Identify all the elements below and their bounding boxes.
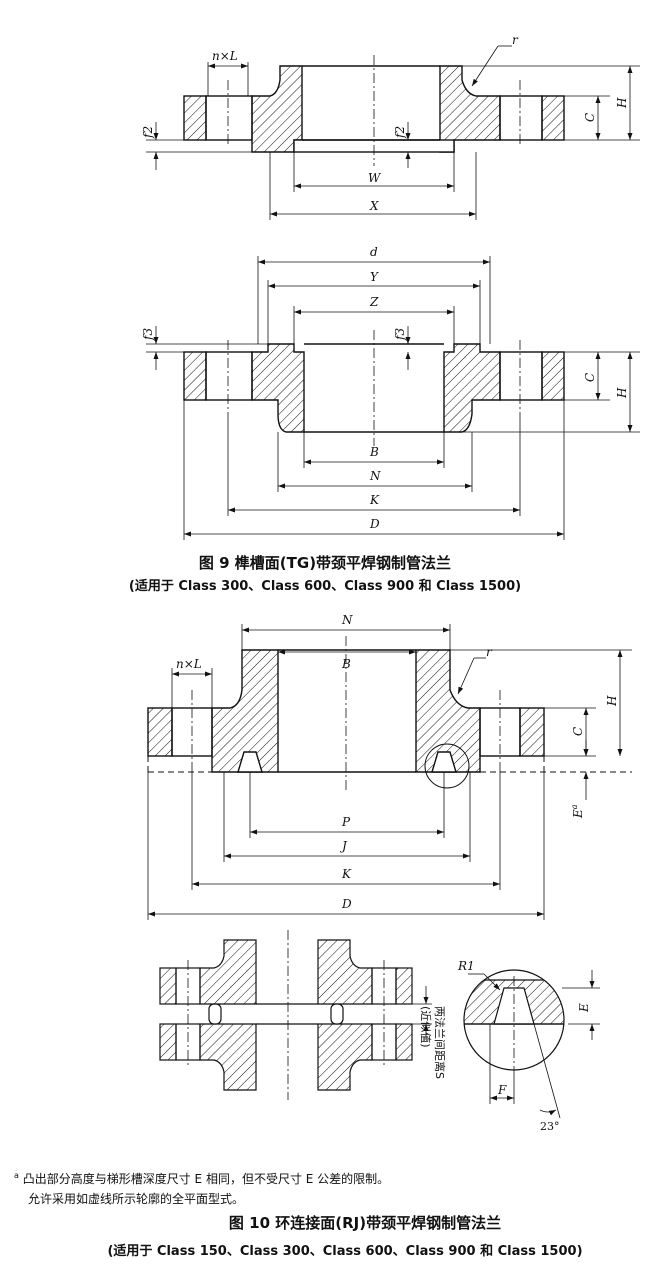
fig9-top-centerlines [227,55,521,166]
label-nxl-top: n×L [212,49,238,63]
label-r1-text: R1 [457,959,475,973]
footnote-line1: a 凸出部分高度与梯形槽深度尺寸 E 相同，但不受尺寸 E 公差的限制。 [14,1170,389,1187]
label-w: W [368,171,382,185]
label-f2-left: f2 [141,126,155,139]
label-r-top: r [512,33,519,47]
fig10-dimensions [147,624,632,920]
footnote-text: 凸出部分高度与梯形槽深度尺寸 E 相同，但不受尺寸 E 公差的限制。 [22,1172,390,1186]
label-b-fig10: B [341,657,351,671]
fig10-groove-labels: R1 E F 23° [457,959,591,1133]
label-angle: 23° [540,1120,560,1133]
label-c-top: C [583,113,597,122]
fig10-dashed-profile [147,756,632,773]
label-y: Y [370,270,379,284]
footnote-marker: a [14,1171,19,1180]
label-r1: R1 [457,959,475,973]
label-gap-line2: (近似值) [419,1006,432,1048]
fig9-caption: 图 9 榫槽面(TG)带颈平焊钢制管法兰 [198,554,452,572]
label-f3-mid: f3 [393,328,407,341]
label-e-fig10-sup: a [570,804,579,809]
fig10-applicability: (适用于 Class 150、Class 300、Class 600、Class… [107,1244,583,1259]
fig10-gap-dimension [412,986,432,1040]
label-gap-line1: 两法兰间距离S [433,1006,447,1079]
footnote-line2: 允许采用如虚线所示轮廓的全平面型式。 [28,1192,245,1206]
label-k: K [369,493,380,507]
label-e-detail: E [577,1003,591,1013]
fig10-assembly [159,939,413,1091]
label-n: N [369,469,381,483]
label-r-fig10: r [486,645,493,659]
fig10-caption: 图 10 环连接面(RJ)带颈平焊钢制管法兰 [228,1214,502,1232]
label-f2-mid: f2 [393,126,407,139]
fig9-top-labels: n×L r f2 f2 C H W X [141,33,629,213]
fig9-bottom-flange [183,343,565,433]
label-b: B [369,445,379,459]
fig9-bottom-dimensions [146,256,640,540]
label-n-fig10: N [341,613,353,627]
label-e-fig10: Ea [570,804,585,819]
fig10-labels: N B n×L r C H Ea P J K D [176,613,619,911]
label-x: X [369,199,379,213]
label-z: Z [369,295,379,309]
label-p: P [341,815,351,829]
fig10-groove-detail [463,969,565,1071]
fig9-top-dimensions [146,45,640,220]
label-h-bottom: H [615,387,629,399]
fig10-assembly-centerlines [187,930,385,1100]
label-h-fig10: H [605,695,619,707]
label-c-bottom: C [583,373,597,382]
fig10-centerlines [191,636,501,790]
label-h-top: H [615,97,629,109]
label-d-large: D [369,517,380,531]
fig9-bottom-centerlines [227,330,521,446]
label-e-fig10-main: E [571,809,585,819]
label-k-fig10: K [341,867,352,881]
label-j: J [339,839,348,853]
label-f3-left: f3 [141,328,155,341]
label-f: F [497,1083,507,1097]
fig9-applicability: (适用于 Class 300、Class 600、Class 900 和 Cla… [128,579,522,594]
label-c-fig10: C [571,727,585,736]
label-nxl-fig10: n×L [176,657,202,671]
label-gap-distance: 两法兰间距离S(近似值) [419,1006,447,1079]
fig9-bottom-labels: d Y Z f3 f3 C H B N K D [141,245,629,531]
fig10-groove-dimensions [468,970,600,1119]
label-d-small: d [370,245,378,259]
label-d-fig10: D [341,897,352,911]
